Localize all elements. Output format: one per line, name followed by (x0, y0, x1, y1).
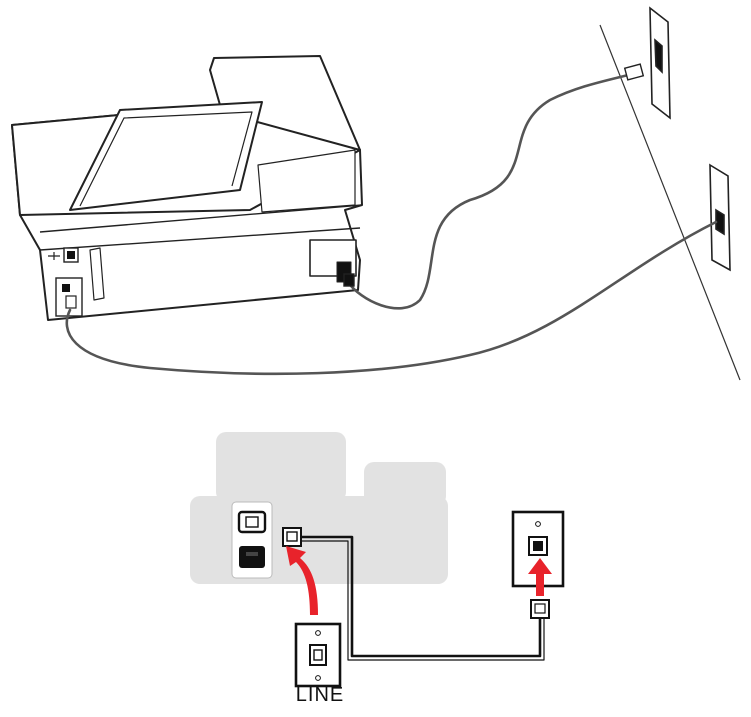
ethernet-port-icon (63, 247, 79, 263)
printer-plug-icon (282, 527, 302, 547)
printer-schematic (190, 432, 448, 584)
wall-jack-line (294, 622, 342, 688)
top-cables (65, 70, 718, 376)
arrow-to-printer-icon (286, 546, 318, 615)
usb-icon (48, 252, 60, 260)
ext-port-icon (237, 510, 267, 534)
top-plug-ends (343, 63, 645, 287)
lower-wall-jack (709, 163, 731, 272)
line-label: LINE (295, 684, 345, 706)
upper-wall-outlet (649, 6, 671, 120)
wall-plug-right (530, 599, 550, 619)
line-port-icon (239, 546, 265, 568)
printer-illustration (11, 55, 363, 321)
wall-edge (599, 24, 741, 381)
arrow-to-wall-icon (528, 558, 552, 596)
phone-cord (301, 535, 542, 658)
